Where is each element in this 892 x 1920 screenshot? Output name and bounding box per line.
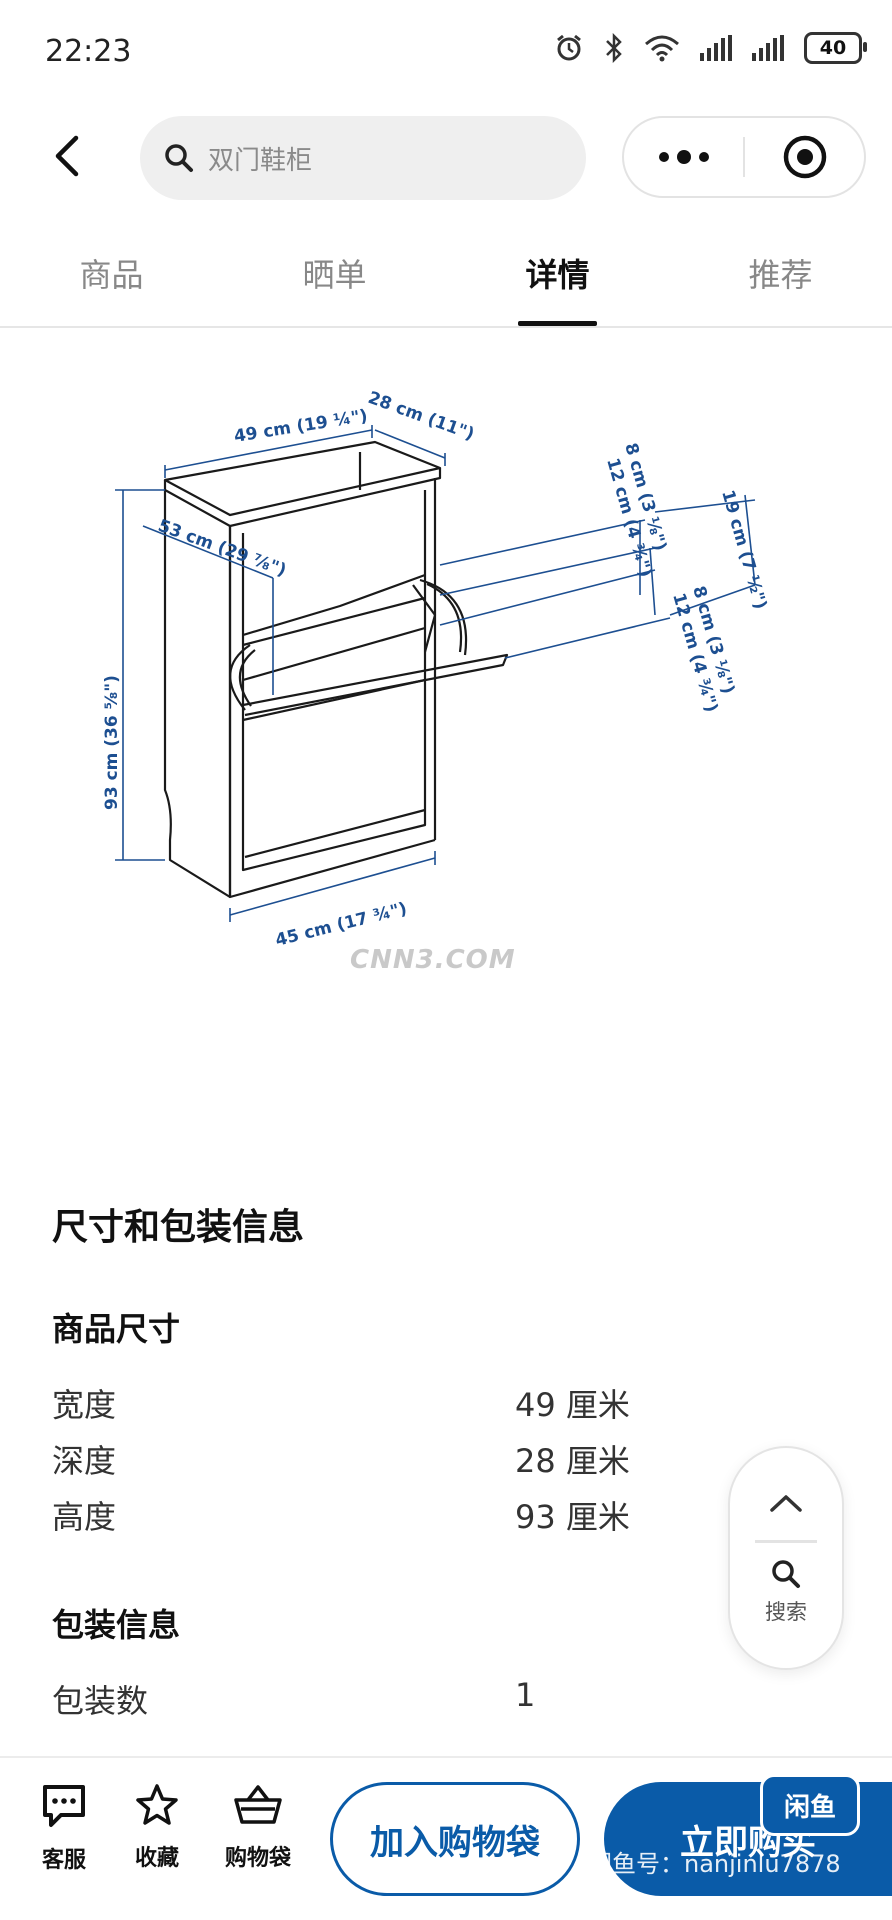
tab-reviews[interactable]: 晒单 bbox=[302, 256, 367, 294]
cart-label: 购物袋 bbox=[224, 1846, 291, 1871]
signal-icon bbox=[700, 35, 732, 61]
dim-label-height: 高度 bbox=[52, 1498, 117, 1536]
service-button[interactable]: 客服 bbox=[19, 1782, 109, 1874]
cabinet-dimension-diagram: 49 cm (19 ¼") 28 cm (11") 93 cm (36 ⅝") … bbox=[102, 388, 770, 951]
status-icons: 40 bbox=[554, 32, 867, 64]
favorite-button[interactable]: 收藏 bbox=[112, 1782, 202, 1872]
dim-value-height: 93 厘米 bbox=[515, 1498, 630, 1536]
search-input[interactable]: 双门鞋柜 bbox=[140, 116, 586, 200]
image-watermark: CNN3.COM bbox=[350, 945, 516, 975]
xianyu-logo-badge: 闲鱼 bbox=[760, 1774, 860, 1836]
close-miniprogram-button[interactable] bbox=[745, 118, 864, 196]
alarm-icon bbox=[557, 34, 581, 61]
target-icon bbox=[783, 135, 826, 179]
bottom-bar-divider bbox=[0, 1756, 892, 1758]
dim-top-depth: 28 cm (11") bbox=[365, 388, 476, 445]
cabinet-drawing bbox=[163, 440, 509, 899]
bluetooth-icon bbox=[606, 33, 622, 63]
capsule-divider bbox=[743, 137, 745, 177]
tabs-divider bbox=[0, 326, 892, 328]
search-icon bbox=[165, 144, 193, 172]
battery-icon: 40 bbox=[804, 32, 867, 64]
add-to-bag-button[interactable]: 加入购物袋 bbox=[330, 1782, 580, 1896]
dim-inner-depth: 53 cm (29 ⅞") bbox=[155, 516, 289, 581]
chevron-up-icon bbox=[770, 1495, 802, 1512]
floating-search-button[interactable]: 搜索 bbox=[730, 1558, 842, 1658]
chevron-left-icon bbox=[55, 135, 79, 177]
back-button[interactable] bbox=[42, 126, 92, 186]
tab-product[interactable]: 商品 bbox=[79, 256, 144, 294]
favorite-label: 收藏 bbox=[134, 1846, 179, 1871]
status-time: 22:23 bbox=[45, 34, 132, 69]
signal-icon-2 bbox=[752, 35, 784, 61]
dim-gap-2a: 19 cm (7 ½") bbox=[717, 488, 770, 612]
dim-bottom-width: 45 cm (17 ¾") bbox=[273, 899, 409, 951]
chat-icon bbox=[43, 1785, 85, 1827]
floating-search-label: 搜索 bbox=[765, 1600, 807, 1624]
basket-icon bbox=[234, 1785, 282, 1824]
cart-button[interactable]: 购物袋 bbox=[213, 1782, 303, 1872]
dim-value-width: 49 厘米 bbox=[515, 1386, 630, 1424]
dim-label-width: 宽度 bbox=[52, 1386, 117, 1424]
scroll-top-button[interactable] bbox=[730, 1468, 842, 1538]
dim-top-width: 49 cm (19 ¼") bbox=[233, 406, 369, 447]
dim-height: 93 cm (36 ⅝") bbox=[102, 675, 122, 810]
search-icon bbox=[772, 1560, 800, 1588]
wifi-icon bbox=[645, 35, 679, 62]
service-label: 客服 bbox=[41, 1848, 86, 1873]
xianyu-watermark: 闲鱼号：nanjinlu7878 bbox=[588, 1850, 841, 1878]
floating-panel: 搜索 bbox=[728, 1446, 844, 1670]
packaging-heading: 包装信息 bbox=[52, 1606, 181, 1644]
packaging-label-count: 包装数 bbox=[52, 1682, 149, 1720]
tab-bar: 商品 晒单 详情 推荐 bbox=[0, 236, 892, 326]
tab-details[interactable]: 详情 bbox=[446, 236, 669, 326]
floating-divider bbox=[755, 1540, 817, 1543]
packaging-value-count: 1 bbox=[515, 1676, 536, 1714]
search-placeholder: 双门鞋柜 bbox=[208, 145, 313, 176]
section-title: 尺寸和包装信息 bbox=[52, 1207, 305, 1248]
more-dots-icon bbox=[658, 150, 709, 164]
more-button[interactable] bbox=[624, 118, 743, 196]
star-icon bbox=[136, 1784, 178, 1825]
dimension-lines bbox=[115, 425, 756, 922]
miniprogram-capsule bbox=[622, 116, 866, 198]
product-dimensions-heading: 商品尺寸 bbox=[52, 1310, 181, 1348]
dim-label-depth: 深度 bbox=[52, 1442, 117, 1480]
tab-recommend[interactable]: 推荐 bbox=[748, 256, 813, 294]
dim-value-depth: 28 厘米 bbox=[515, 1442, 630, 1480]
